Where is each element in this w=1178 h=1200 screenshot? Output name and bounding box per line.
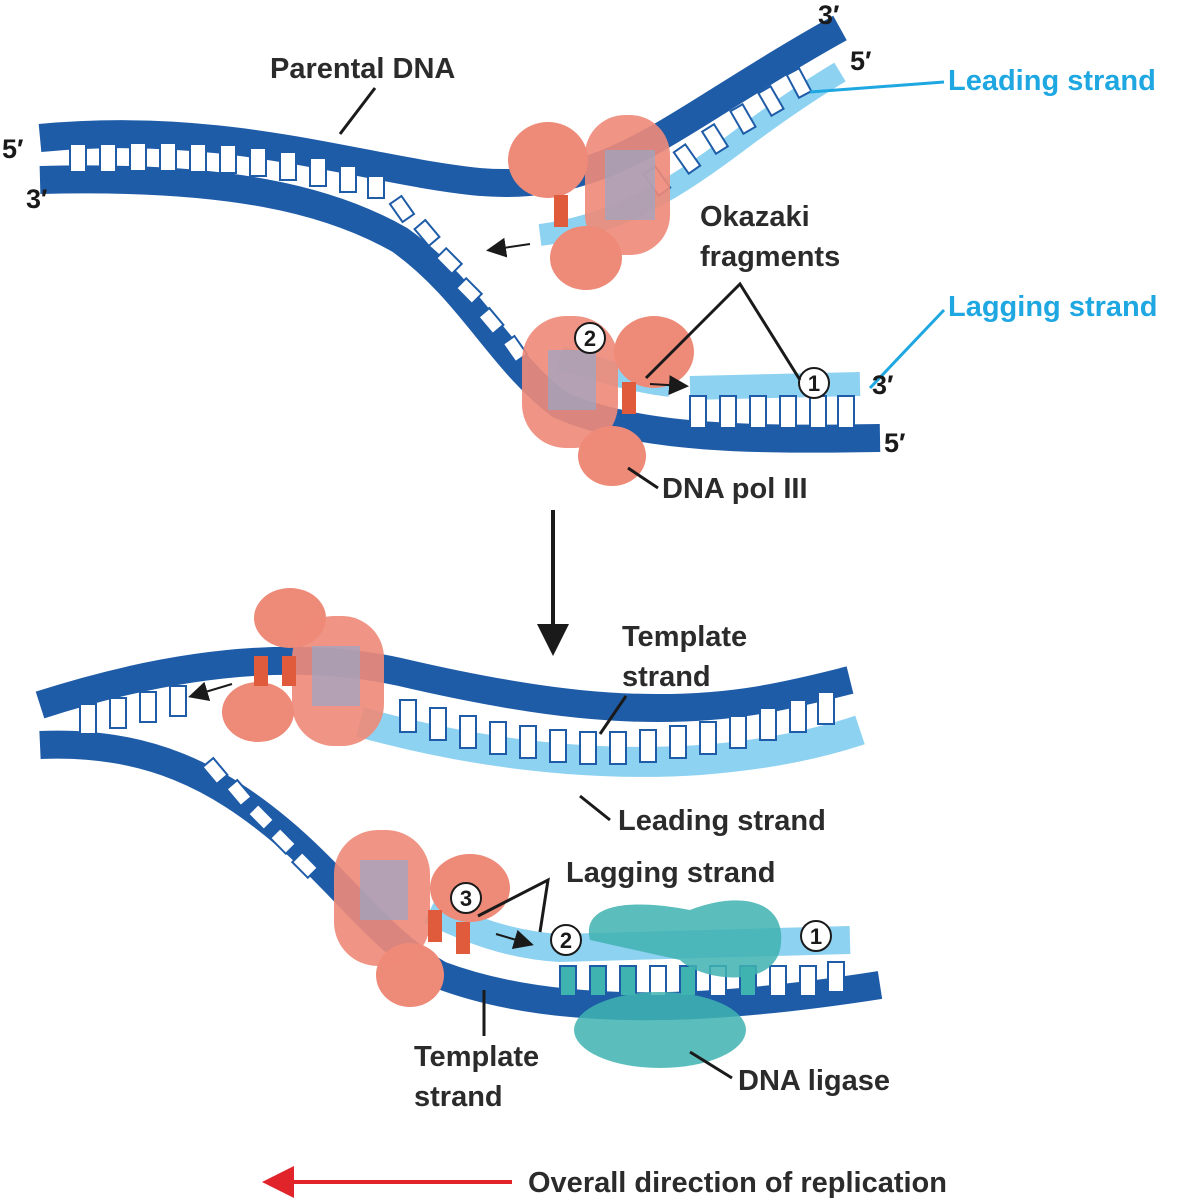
bottom-upper-template xyxy=(35,646,854,723)
svg-text:2: 2 xyxy=(560,928,572,953)
marker-top-1: 1 xyxy=(798,367,830,399)
bottom-leading-strand xyxy=(355,707,865,777)
dna-ligase xyxy=(574,900,782,1068)
bottom-dna-pol-iii-leading xyxy=(222,588,384,746)
lagging-top-bases xyxy=(689,395,855,429)
leader-dna-pol-iii xyxy=(627,466,659,490)
leader-lagging-strand-top xyxy=(868,308,946,390)
svg-text:1: 1 xyxy=(808,371,820,396)
overall-direction: Overall direction of replication xyxy=(262,1166,947,1199)
label-template-strand-top-line2: strand xyxy=(622,661,711,693)
bottom-parental-bases xyxy=(79,685,320,880)
bottom-panel: 3 2 1 Template strand Leading strand Lag… xyxy=(35,588,890,1113)
bottom-lagging-direction-arrow xyxy=(495,929,534,950)
marker-bottom-3: 3 xyxy=(450,882,482,914)
label-okazaki-line1: Okazaki xyxy=(700,201,810,233)
label-okazaki-line2: fragments xyxy=(700,241,840,273)
label-template-strand-bottom-line1: Template xyxy=(414,1041,539,1073)
svg-text:3: 3 xyxy=(460,886,472,911)
bottom-lagging-bases xyxy=(559,961,845,997)
label-dna-pol-iii: DNA pol III xyxy=(662,473,808,505)
label-leading-strand-top: Leading strand xyxy=(948,65,1156,97)
lagging-direction-arrow xyxy=(649,375,689,396)
leader-parental-dna xyxy=(338,87,377,135)
dna-pol-iii-lagging xyxy=(522,316,694,486)
end-top-right-3: 3′ xyxy=(818,0,840,30)
top-panel: 1 2 Parental DNA Leading strand Okazaki … xyxy=(2,0,1157,505)
dna-pol-iii-leading xyxy=(508,115,670,290)
leader-leading-strand-bottom xyxy=(579,794,611,822)
leader-template-strand-top xyxy=(598,695,628,735)
leader-okazaki xyxy=(644,281,802,381)
label-leading-strand-bottom: Leading strand xyxy=(618,805,826,837)
leader-leading-strand-top xyxy=(809,80,945,94)
end-lagging-right-3: 3′ xyxy=(872,370,894,400)
leader-lagging-strand-bottom xyxy=(477,877,550,933)
label-template-strand-bottom-line2: strand xyxy=(414,1081,503,1113)
marker-bottom-1: 1 xyxy=(800,920,832,952)
parental-base-pairs xyxy=(69,142,385,199)
label-lagging-strand-bottom: Lagging strand xyxy=(566,857,775,889)
marker-top-2: 2 xyxy=(574,322,606,354)
label-dna-ligase: DNA ligase xyxy=(738,1065,890,1097)
end-lagging-right-5: 5′ xyxy=(884,428,906,458)
leader-dna-ligase xyxy=(689,1050,733,1080)
end-top-left-3: 3′ xyxy=(26,184,48,214)
svg-text:1: 1 xyxy=(810,924,822,949)
label-template-strand-top-line1: Template xyxy=(622,621,747,653)
lagging-template-bases xyxy=(388,194,529,364)
bottom-leading-direction-arrow xyxy=(188,681,233,701)
label-lagging-strand-top: Lagging strand xyxy=(948,291,1157,323)
end-top-right-5: 5′ xyxy=(850,46,872,76)
okazaki-fragment-1 xyxy=(689,372,861,400)
end-top-left-5: 5′ xyxy=(2,134,24,164)
label-overall-direction: Overall direction of replication xyxy=(528,1167,947,1199)
marker-bottom-2: 2 xyxy=(550,924,582,956)
svg-text:2: 2 xyxy=(584,326,596,351)
label-parental-dna: Parental DNA xyxy=(270,53,455,85)
bottom-leading-bases xyxy=(399,691,835,765)
leading-direction-arrow xyxy=(486,237,531,258)
